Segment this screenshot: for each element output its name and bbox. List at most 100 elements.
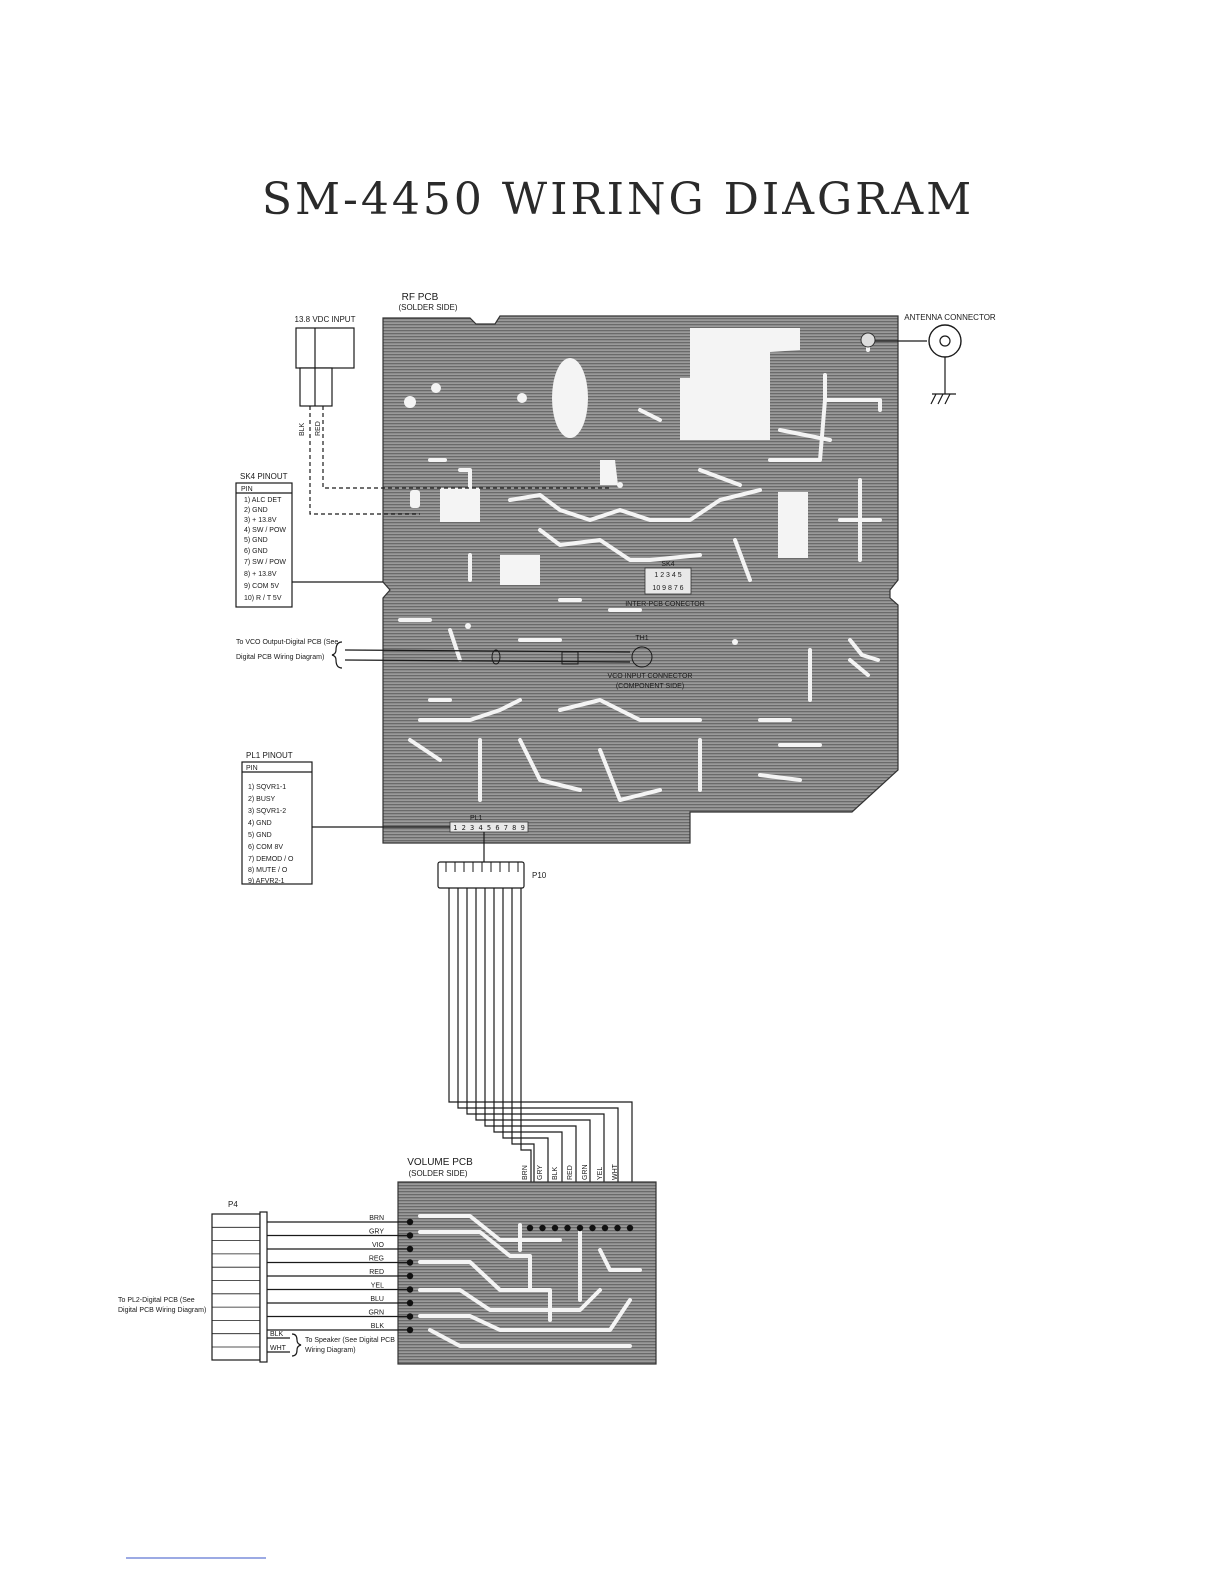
p4-label: P4 [228,1200,238,1209]
sk4-pinout-header: PIN [241,486,253,493]
inter-pcb-connector-label: INTER-PCB CONECTOR [625,601,705,608]
sk4-pin-2: 2) GND [244,507,268,514]
volume-pcb: VOLUME PCB (SOLDER SIDE) BRN GRY BLK RED GRN… [397,1157,657,1365]
ribbon-conductor [475,888,591,1228]
ground-icon [930,393,956,405]
volume-top-wire-label: GRN [582,1164,589,1180]
volume-left-wire-label: YEL [371,1283,384,1290]
sk4-row2: 10 9 8 7 6 [652,585,683,592]
volume-pcb-left-pad [406,1232,414,1239]
volume-pcb-left-pad [406,1326,414,1334]
sk4-pin-7: 7) SW / POW [244,559,286,566]
sk4-connector: SK4 1 2 3 4 5 10 9 8 7 6 [644,561,692,595]
volume-pcb-left-pad [406,1299,414,1307]
vco-note-line1: To VCO Output-Digital PCB (See [236,639,338,646]
volume-top-wire-label: WHT [612,1163,619,1180]
volume-pcb-top-pad [576,1224,584,1232]
sk4-pin-5: 5) GND [244,537,268,544]
power-wire-blk-label: BLK [299,422,306,436]
pl1-pin-7: 7) DEMOD / O [248,856,294,863]
volume-pcb-top-pad [614,1224,621,1232]
sk4-pin-4: 4) SW / POW [244,527,286,534]
volume-left-wire-label: REG [369,1256,384,1263]
pl2-note-line2: Digital PCB Wiring Diagram) [118,1307,206,1314]
volume-pcb-sublabel: (SOLDER SIDE) [408,1169,467,1178]
p10-label: P10 [532,871,547,880]
vco-output-note: To VCO Output-Digital PCB (See Digital P… [236,639,631,669]
ribbon-conductor [493,888,563,1228]
vco-input-connector-sublabel: (COMPONENT SIDE) [616,683,684,690]
volume-left-wire-label: BLU [370,1296,384,1303]
volume-top-wire-label: BRN [522,1165,529,1180]
sk4-label: SK4 [661,561,674,568]
power-wire-red [322,406,612,489]
sk4-pinout-title: SK4 PINOUT [240,472,288,481]
sk4-pin-8: 8) + 13.8V [244,571,277,578]
power-wire-red-label: RED [315,421,322,436]
th1-label: TH1 [635,635,648,642]
sk4-row1: 1 2 3 4 5 [654,572,681,579]
pl1-pinout-header: PIN [246,765,258,772]
pl1-pin-5: 5) GND [248,832,272,839]
pl1-pinout-title: PL1 PINOUT [246,751,293,760]
volume-pcb-left-wires: BRN GRY VIO REG RED YEL BLU GRN BLK [267,1215,414,1334]
antenna-connector-icon [928,324,962,358]
volume-pcb-top-pad [626,1224,634,1232]
vco-note-line2: Digital PCB Wiring Diagram) [236,654,324,661]
volume-pcb-top-pad [526,1224,534,1232]
power-input-label: 13.8 VDC INPUT [295,315,356,324]
pl1-label: PL1 [470,815,483,822]
volume-pcb-top-pad [539,1224,546,1232]
volume-left-wire-label: VIO [372,1242,385,1249]
speaker-wires: BLK WHT To Speaker (See Digital PCB Wiri… [267,1331,395,1357]
rf-pcb: RF PCB (SOLDER SIDE) [382,292,899,844]
rf-pcb-board [382,315,899,844]
antenna-connector-label: ANTENNA CONNECTOR [904,313,996,322]
volume-left-wire-label: GRN [368,1310,384,1317]
sk4-pin-3: 3) + 13.8V [244,517,277,524]
volume-top-wire-label: RED [567,1165,574,1180]
sk4-pinout: SK4 PINOUT PIN 1) ALC DET 2) GND 3) + 13… [235,472,383,608]
th1: TH1 [631,635,653,668]
volume-top-wire-label: GRY [537,1165,544,1180]
volume-pcb-left-pad [406,1272,414,1280]
volume-pcb-traces [418,1214,642,1348]
volume-top-wire-label: YEL [597,1167,604,1180]
volume-pcb-left-pad [406,1313,414,1320]
volume-left-wire-label: RED [369,1269,384,1276]
volume-left-wire-label: GRY [369,1229,384,1236]
pl1-pin-4: 4) GND [248,820,272,827]
volume-pcb-left-pad [406,1245,414,1253]
speaker-wire-wht-label: WHT [270,1345,287,1352]
pl1-pin-8: 8) MUTE / O [248,867,288,874]
speaker-note-line2: Wiring Diagram) [305,1347,356,1354]
pl1-pinout: PL1 PINOUT PIN 1) SQVR1-1 2) BUSY 3) SQV… [241,751,450,885]
volume-pcb-left-pad [406,1218,414,1226]
sk4-pin-9: 9) COM 5V [244,583,279,590]
antenna: ANTENNA CONNECTOR [860,313,996,405]
sk4-pin-1: 1) ALC DET [244,497,282,504]
power-wire-blk [309,406,420,515]
p4-connector: P4 [211,1200,268,1363]
pl1-pin-6: 6) COM 8V [248,844,283,851]
volume-left-wire-label: BRN [369,1215,384,1222]
volume-pcb-left-pad [406,1286,414,1293]
power-input: 13.8 VDC INPUT BLK RED [295,315,612,515]
volume-pcb-top-pad [601,1224,609,1232]
pl1-pin-3: 3) SQVR1-2 [248,808,286,815]
rf-pcb-traces [398,328,882,802]
volume-pcb-board [397,1181,657,1365]
volume-pcb-top-pad [589,1224,596,1232]
sk4-pin-6: 6) GND [244,548,268,555]
pl1-pin-2: 2) BUSY [248,796,276,803]
pl1-pin-9: 9) AFVR2-1 [248,878,285,885]
volume-pcb-label: VOLUME PCB [407,1157,473,1168]
pl1-pin-numbers: 1 2 3 4 5 6 7 8 9 [453,824,525,832]
pl1-pin-1: 1) SQVR1-1 [248,784,286,791]
volume-pcb-top-pad [551,1224,559,1232]
volume-left-wire-label: BLK [371,1323,385,1330]
volume-pcb-top-pad [564,1224,571,1232]
ribbon-conductor [457,888,619,1228]
volume-top-wire-label: BLK [552,1166,559,1180]
p10-connector [437,861,525,889]
